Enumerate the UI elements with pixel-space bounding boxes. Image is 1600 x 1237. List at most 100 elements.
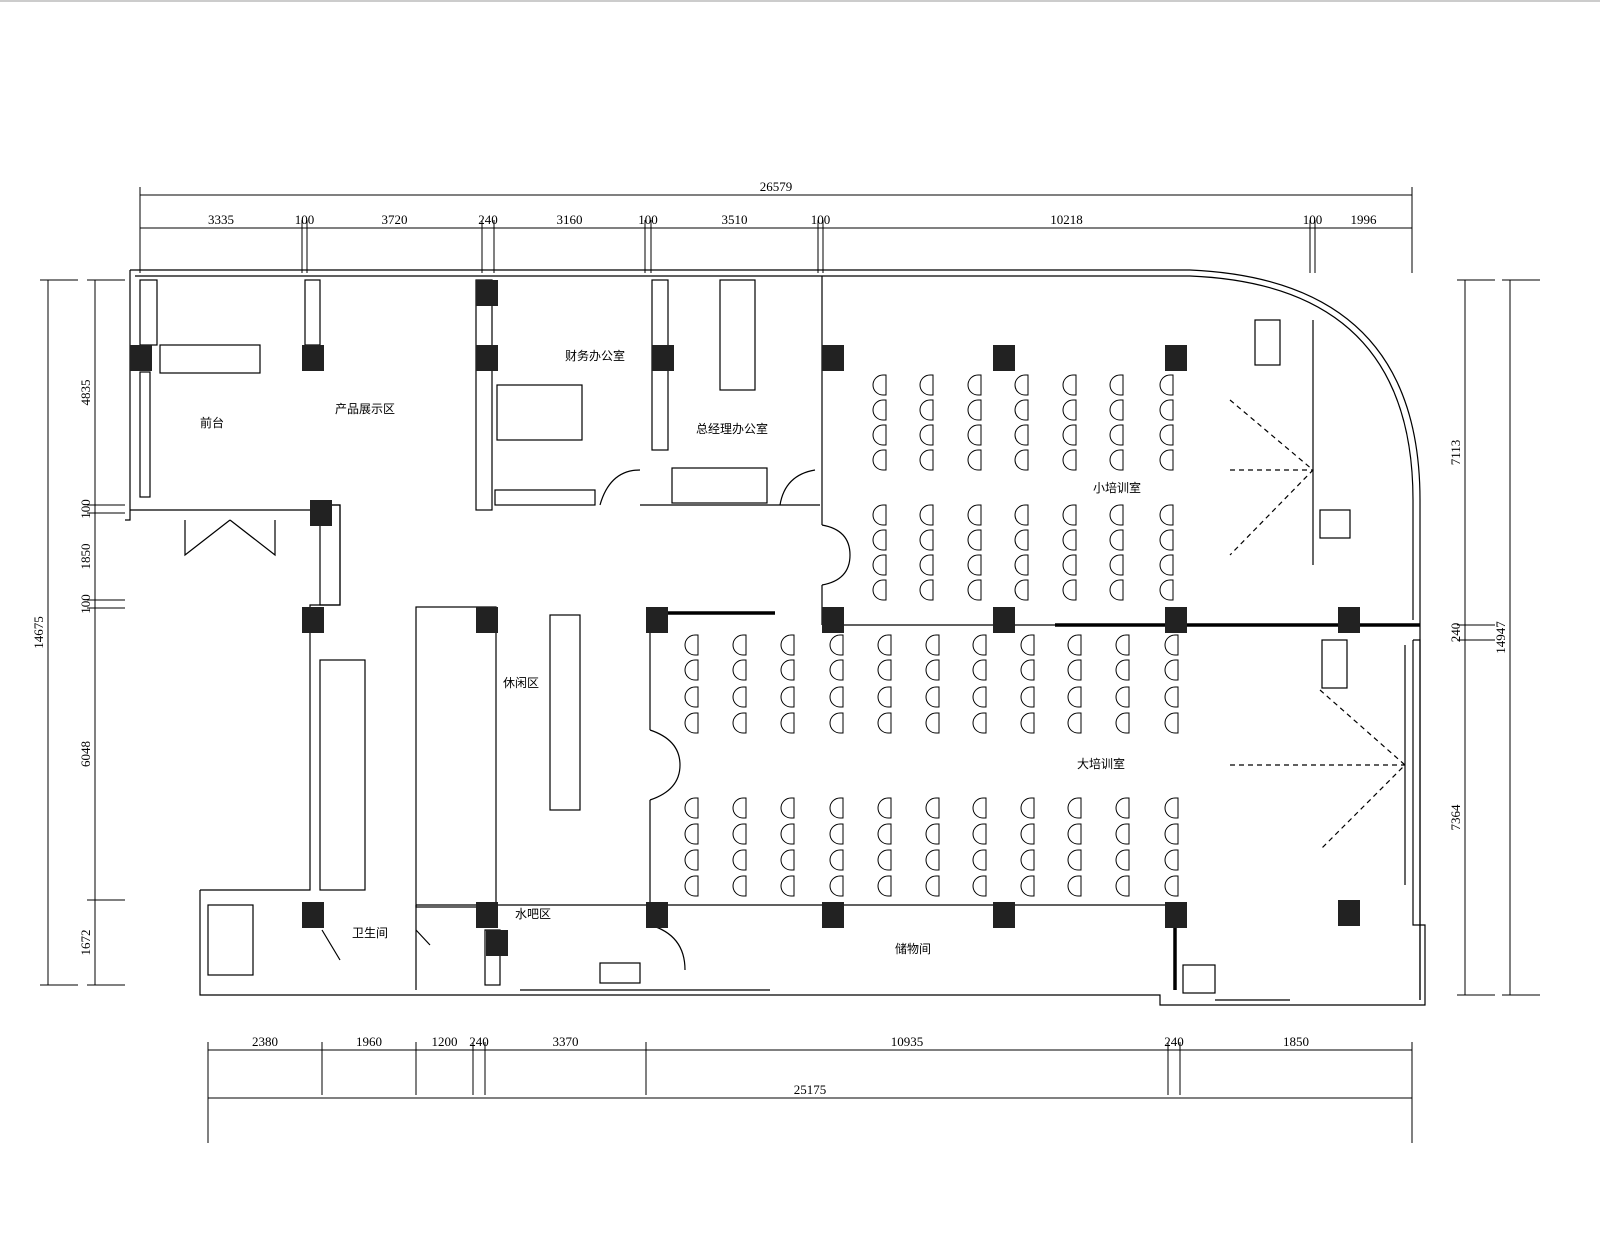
- chair: [919, 504, 934, 526]
- chair: [967, 529, 982, 551]
- dimension-left-total: 14675: [31, 616, 46, 649]
- column: [302, 607, 324, 633]
- chair: [1067, 875, 1082, 897]
- chair: [972, 634, 987, 656]
- dimension-bottom: 3370: [553, 1034, 579, 1049]
- dimension-right-total: 14947: [1493, 621, 1508, 654]
- chair: [872, 424, 887, 446]
- chair: [919, 399, 934, 421]
- chair: [1020, 797, 1035, 819]
- chair: [1115, 797, 1130, 819]
- chair: [829, 797, 844, 819]
- chair: [925, 686, 940, 708]
- chair: [1062, 529, 1077, 551]
- column: [652, 345, 674, 371]
- seating: [684, 374, 1179, 897]
- dimension-top-total: 26579: [760, 179, 793, 194]
- chair: [1062, 579, 1077, 601]
- chair: [1014, 374, 1029, 396]
- chair: [1159, 504, 1174, 526]
- label-water-bar: 水吧区: [515, 907, 551, 921]
- chair: [925, 712, 940, 734]
- chair: [684, 875, 699, 897]
- chair: [877, 797, 892, 819]
- chair: [732, 659, 747, 681]
- chair: [1062, 504, 1077, 526]
- chair: [1014, 579, 1029, 601]
- chair: [1062, 554, 1077, 576]
- label-product-display: 产品展示区: [335, 402, 395, 416]
- dimension-left: 4835: [78, 380, 93, 406]
- chair: [877, 634, 892, 656]
- chair: [1115, 875, 1130, 897]
- dimension-top: 100: [811, 212, 831, 227]
- chair: [877, 849, 892, 871]
- chair: [925, 797, 940, 819]
- chair: [1109, 424, 1124, 446]
- chair: [877, 686, 892, 708]
- dimension-bottom: 240: [1164, 1034, 1184, 1049]
- chair: [732, 823, 747, 845]
- dimension-top: 3510: [722, 212, 748, 227]
- chair: [972, 797, 987, 819]
- chair: [684, 659, 699, 681]
- chair: [972, 712, 987, 734]
- chair: [829, 875, 844, 897]
- label-small-training: 小培训室: [1093, 480, 1141, 495]
- dimension-bottom: 1960: [356, 1034, 382, 1049]
- chair: [732, 634, 747, 656]
- chair: [919, 554, 934, 576]
- chair: [829, 849, 844, 871]
- chair: [1014, 504, 1029, 526]
- chair: [967, 554, 982, 576]
- chair: [925, 634, 940, 656]
- dimension-top: 100: [295, 212, 315, 227]
- chair: [972, 659, 987, 681]
- column: [310, 500, 332, 526]
- dimension-top: 1996: [1351, 212, 1378, 227]
- dimension-bottom: 240: [469, 1034, 489, 1049]
- chair: [1067, 823, 1082, 845]
- dimension-top: 10218: [1050, 212, 1083, 227]
- dimension-top: 3720: [382, 212, 408, 227]
- label-large-training: 大培训室: [1077, 756, 1125, 771]
- chair: [919, 449, 934, 471]
- chair: [1164, 823, 1179, 845]
- chair: [684, 797, 699, 819]
- chair: [1109, 374, 1124, 396]
- dimension-top: 240: [478, 212, 498, 227]
- chair: [780, 686, 795, 708]
- chair: [1164, 686, 1179, 708]
- chair: [1164, 849, 1179, 871]
- chair: [872, 579, 887, 601]
- chair: [1062, 399, 1077, 421]
- chair: [1020, 849, 1035, 871]
- chair: [925, 875, 940, 897]
- chair: [1067, 634, 1082, 656]
- chair: [732, 797, 747, 819]
- chair: [872, 504, 887, 526]
- chair: [1014, 529, 1029, 551]
- chair: [1014, 399, 1029, 421]
- chair: [732, 686, 747, 708]
- chair: [1109, 449, 1124, 471]
- column: [646, 902, 668, 928]
- chair: [972, 849, 987, 871]
- chair: [684, 634, 699, 656]
- chair: [872, 374, 887, 396]
- chair: [1109, 504, 1124, 526]
- chair: [1109, 554, 1124, 576]
- column: [1165, 345, 1187, 371]
- chair: [972, 823, 987, 845]
- chair: [829, 634, 844, 656]
- chair: [925, 659, 940, 681]
- interior-walls: [139, 276, 1420, 994]
- chair: [972, 686, 987, 708]
- column: [1165, 902, 1187, 928]
- chair: [684, 823, 699, 845]
- column: [993, 345, 1015, 371]
- chair: [1062, 374, 1077, 396]
- chair: [1014, 449, 1029, 471]
- label-finance-office: 财务办公室: [565, 348, 625, 363]
